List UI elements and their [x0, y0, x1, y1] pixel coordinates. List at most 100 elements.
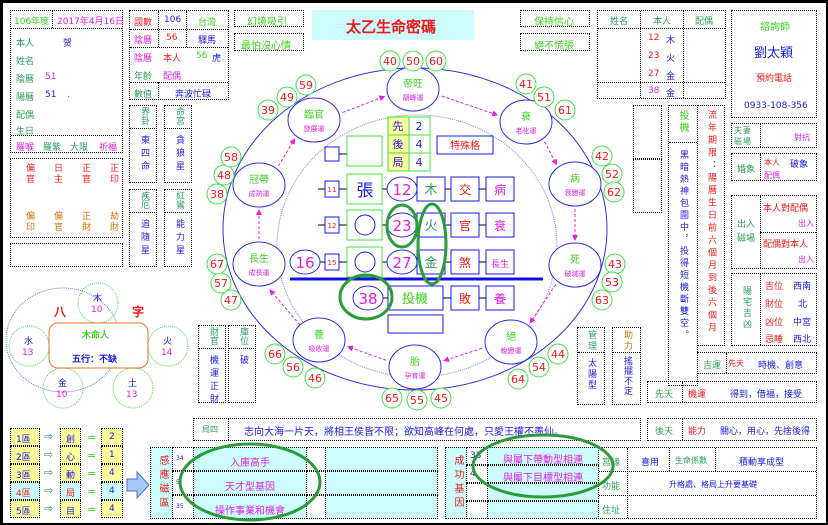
age-circle — [547, 343, 569, 365]
stage-node — [499, 99, 553, 145]
age-number: 40 — [383, 55, 397, 68]
age-number: 52 — [605, 168, 619, 181]
stage-node — [232, 162, 286, 208]
row-label-box — [324, 216, 340, 234]
age-circle — [591, 289, 613, 311]
age-number: 57 — [214, 277, 228, 290]
luck-value: 時機、創意 — [758, 361, 804, 371]
innate-row: 先天機運得到，借福，接受 — [647, 381, 817, 403]
equals-sign: = — [87, 449, 97, 462]
inout-field-panel: 出入磁場 本人對配偶出入 配偶對本人出入 — [731, 195, 817, 269]
age-circle — [264, 343, 286, 365]
equals-sign: = — [87, 485, 97, 498]
age-number: 39 — [261, 104, 275, 117]
touji-label: 投機 — [677, 110, 688, 134]
num: 12 — [648, 33, 660, 43]
motto-box: 幻境吸引 — [234, 10, 304, 28]
age-circle — [276, 86, 298, 108]
stage-sub: 衰變運 — [565, 188, 586, 197]
flow-arrow — [342, 95, 386, 113]
age-circle — [601, 271, 623, 293]
relation-box — [450, 212, 480, 238]
age-number: 62 — [607, 186, 621, 199]
age-number: 67 — [210, 258, 224, 271]
flow-arrow — [346, 345, 387, 361]
flow-arrow — [544, 141, 557, 166]
arrow-icon: ⇨ — [44, 502, 54, 515]
stage-sub: 成熟運 — [249, 189, 270, 198]
resonance-item: 天才型基因 — [193, 471, 307, 495]
success-label: 成功基因 — [452, 455, 463, 511]
stage-node — [232, 241, 286, 287]
age-circle — [603, 181, 625, 203]
bureau-label: 局四 — [202, 425, 218, 434]
empty-box — [633, 105, 662, 159]
row-label: 配偶 — [16, 111, 35, 121]
relation: 官 — [459, 218, 471, 233]
house-key: 吉位 — [765, 282, 784, 292]
title-banner: 太乙生命密碼 — [312, 10, 474, 40]
stage-sub: 巔峰運 — [403, 93, 424, 102]
ten-god: 正印 — [108, 163, 118, 185]
ten-god: 正財 — [80, 211, 90, 233]
cell: 本人 — [163, 54, 182, 64]
age-circle — [402, 50, 424, 72]
row-number: 23 — [392, 217, 411, 235]
relation: 煞 — [459, 256, 471, 270]
cell: 56 — [166, 33, 178, 43]
motto: 絕不慌張 — [534, 41, 574, 52]
age-number: 49 — [280, 91, 294, 104]
eight-title-right: 字 — [132, 305, 145, 319]
zone-value: 4 — [101, 500, 123, 518]
consultant-title: 諮詢師 — [760, 22, 790, 33]
phone-number[interactable]: 0933-108-356 — [744, 101, 808, 111]
row-label: 姓名 — [16, 57, 35, 67]
row-number: 27 — [392, 254, 411, 272]
age-number: 66 — [268, 348, 282, 361]
age-number: 41 — [519, 78, 533, 91]
grid-label: 後 — [393, 137, 404, 151]
row-number-text: 34 — [176, 455, 184, 462]
luck-row: 吉運先天時機、創意 — [697, 352, 817, 374]
lunar-value: 51 — [45, 72, 57, 82]
stage-node — [388, 344, 442, 390]
acquired-value: 關心，用心，先捨後得 — [720, 427, 811, 437]
star-body: 破 — [238, 355, 248, 368]
success-text: 與屬下目標型相連 — [503, 473, 583, 484]
cell: 奔波忙碌 — [175, 90, 212, 100]
ten-god: 偏印 — [24, 211, 34, 233]
state-box — [485, 285, 515, 311]
age-circle — [528, 356, 550, 378]
stage-name: 臨官 — [304, 108, 324, 121]
stage-name: 冠帶 — [249, 174, 269, 186]
relation-box — [450, 285, 480, 311]
stage-node — [292, 317, 346, 363]
cell: 年齡 — [134, 72, 153, 82]
grid-value: 2 — [416, 120, 423, 133]
grid-value-cell — [408, 152, 431, 172]
five-elements-status: 五行：不缺 — [72, 355, 118, 365]
stage-name: 死 — [570, 255, 580, 266]
bureau-row: 局四 志向大海一片天，將相王侯皆不限；欲知高峰在何處，只愛王權不羨仙。 — [193, 418, 641, 441]
age-number: 53 — [605, 276, 619, 289]
zone-value: 4 — [101, 482, 123, 500]
cell: 配偶 — [163, 72, 182, 82]
page-title: 太乙生命密碼 — [346, 18, 437, 36]
row-number-text: 35 — [176, 503, 184, 510]
manage-panel: 管理太陽型 — [577, 327, 605, 405]
zone-char: 動 — [60, 464, 81, 482]
zone-label: 1區 — [10, 428, 40, 446]
marriage-value: 破象 — [790, 160, 809, 170]
state: 病 — [494, 182, 506, 197]
cell: 功能 — [602, 482, 621, 492]
inout-b: 配偶對本人 — [763, 240, 809, 250]
star-body-box: 東四命 — [129, 128, 157, 183]
bottom-number: 38 — [358, 290, 377, 308]
star-body: 機運正財 — [208, 355, 218, 407]
consultant-panel: 諮詢師 劉太穎 預約電話 0933-108-356 — [731, 10, 817, 118]
motto: 幻境吸引 — [247, 17, 287, 28]
age-number: 61 — [558, 104, 572, 117]
house-key: 凶位 — [765, 318, 784, 328]
